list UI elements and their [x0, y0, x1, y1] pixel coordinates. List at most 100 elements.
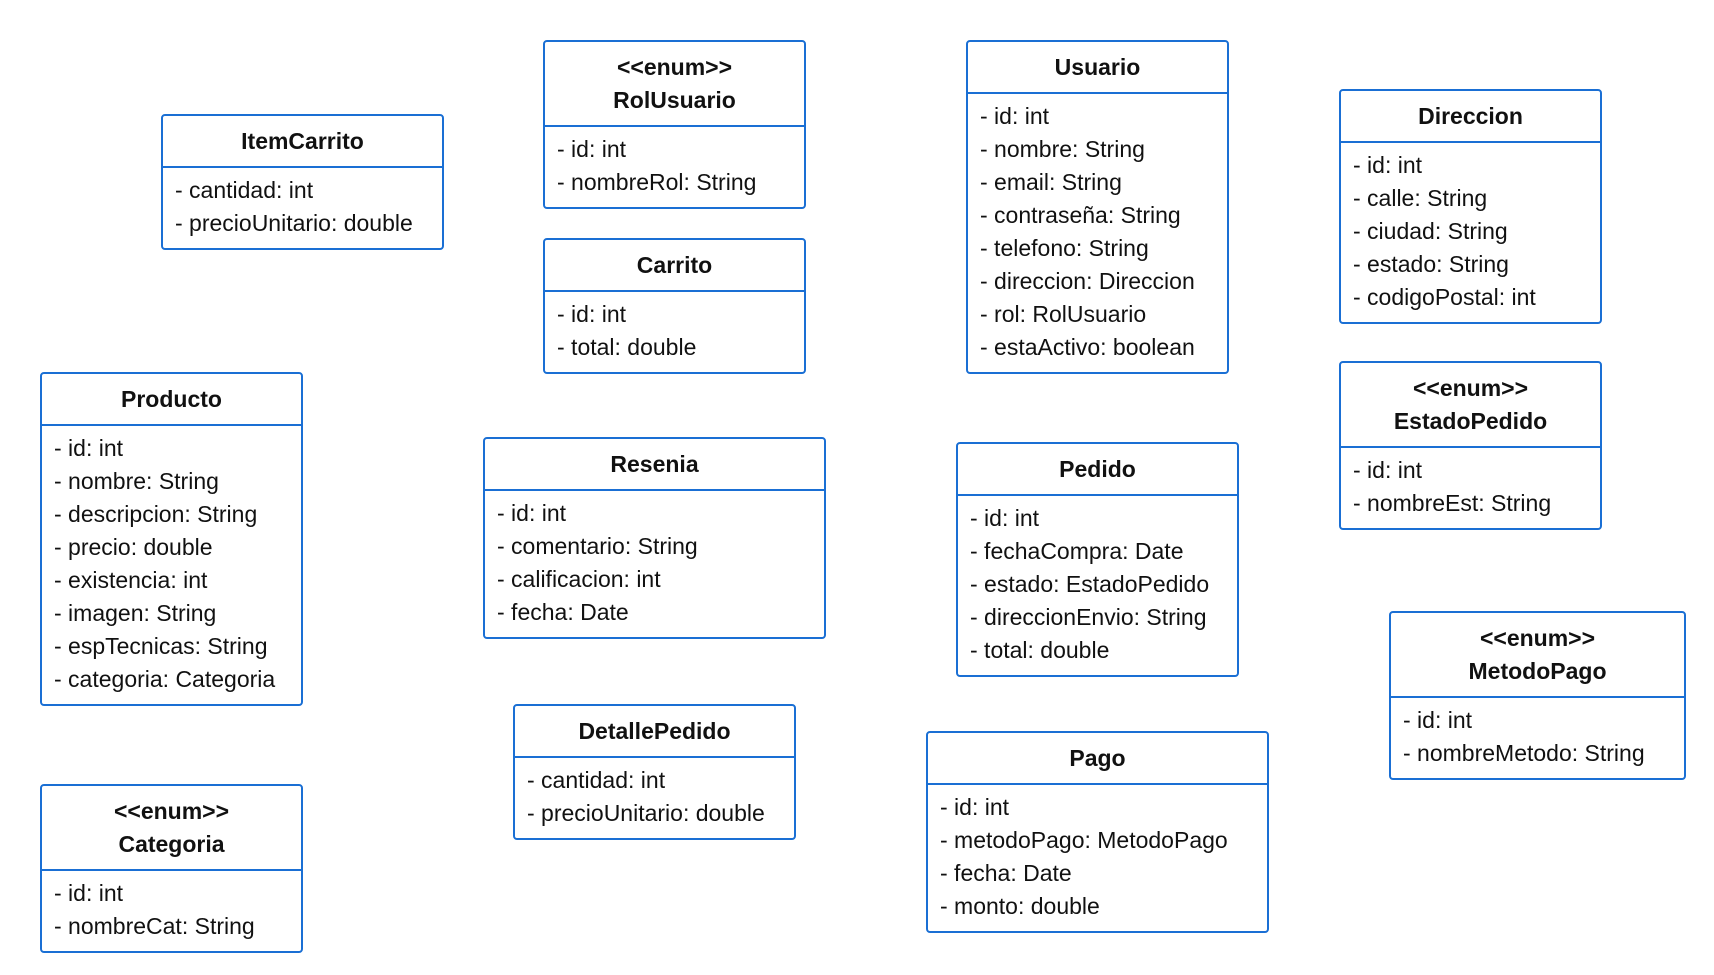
class-box-rolusuario: <<enum>> RolUsuario - id: int- nombreRol: …: [543, 40, 806, 209]
class-attribute: - estaActivo: boolean: [980, 334, 1195, 360]
class-stereotype: <<enum>>: [1479, 625, 1596, 651]
class-attribute: - fecha: Date: [497, 599, 629, 625]
class-attribute: - nombreEst: String: [1353, 490, 1552, 516]
class-attribute: - espTecnicas: String: [54, 633, 268, 659]
class-stereotype: <<enum>>: [616, 54, 733, 80]
class-attribute-list: - id: int - nombre: String - email: String…: [968, 94, 1227, 372]
class-name: Usuario: [1054, 54, 1141, 80]
class-name: Categoria: [118, 831, 225, 857]
class-attribute: - cantidad: int: [175, 177, 314, 203]
class-attribute: - nombre: String: [54, 468, 219, 494]
class-header: Pago: [928, 733, 1267, 785]
class-attribute: - cantidad: int: [527, 767, 666, 793]
class-header: Carrito: [545, 240, 804, 292]
class-header: <<enum>> Categoria: [42, 786, 301, 871]
class-attribute-list: - id: int - nombreCat: String: [42, 871, 301, 951]
class-stereotype: <<enum>>: [113, 798, 230, 824]
class-attribute: - precioUnitario: double: [175, 210, 413, 236]
class-attribute: - id: int: [1353, 152, 1423, 178]
class-attribute: - direccionEnvio: String: [970, 604, 1207, 630]
class-box-pago: Pago - id: int - metodoPago: MetodoPago - f…: [926, 731, 1269, 933]
class-attribute: - precio: double: [54, 534, 213, 560]
class-box-carrito: Carrito - id: int - total: double: [543, 238, 806, 374]
class-attribute-list: - id: int - nombreEst: String: [1341, 448, 1600, 528]
class-box-estadopedido: <<enum>> EstadoPedido - id: int - nombreEst…: [1339, 361, 1602, 530]
class-name: Carrito: [636, 252, 713, 278]
class-attribute-list: - id: int - nombreMetodo: String: [1391, 698, 1684, 778]
class-box-categoria: <<enum>> Categoria - id: int - nombreCat: S…: [40, 784, 303, 953]
class-attribute: - codigoPostal: int: [1353, 284, 1536, 310]
class-attribute: - contraseña: String: [980, 202, 1181, 228]
class-attribute: - estado: EstadoPedido: [970, 571, 1210, 597]
class-attribute-list: - id: int - comentario: String - calificac…: [485, 491, 824, 637]
class-attribute: - calificacion: int: [497, 566, 661, 592]
class-attribute: - id: int: [1403, 707, 1473, 733]
class-attribute: - email: String: [980, 169, 1122, 195]
class-attribute: - id: int: [54, 435, 124, 461]
class-header: DetallePedido: [515, 706, 794, 758]
class-box-usuario: Usuario- id: int - nombre: String - email:…: [966, 40, 1229, 374]
class-attribute: - existencia: int: [54, 567, 208, 593]
class-box-metodopago: <<enum>> MetodoPago - id: int - nombreMetod…: [1389, 611, 1686, 780]
class-attribute: - total: double: [970, 637, 1110, 663]
class-name: Resenia: [610, 451, 699, 477]
class-header: ItemCarrito: [163, 116, 442, 168]
class-attribute-list: - cantidad: int - precioUnitario: double: [163, 168, 442, 248]
class-attribute: - id: int: [54, 880, 124, 906]
class-attribute-list: - id: int - metodoPago: MetodoPago - fecha…: [928, 785, 1267, 931]
class-attribute: - estado: String: [1353, 251, 1509, 277]
class-attribute: - calle: String: [1353, 185, 1488, 211]
class-attribute: - ciudad: String: [1353, 218, 1508, 244]
class-attribute-list: - id: int- nombreRol: String: [545, 127, 804, 207]
class-attribute-list: - id: int - fechaCompra: Date - estado: Es…: [958, 496, 1237, 675]
class-header: Pedido: [958, 444, 1237, 496]
class-header: Producto: [42, 374, 301, 426]
class-attribute: - id: int: [557, 136, 627, 162]
class-attribute: - id: int: [557, 301, 627, 327]
class-attribute: - nombreCat: String: [54, 913, 255, 939]
class-attribute: - imagen: String: [54, 600, 217, 626]
class-attribute: - id: int: [940, 794, 1010, 820]
class-header: <<enum>> RolUsuario: [545, 42, 804, 127]
class-attribute-list: - cantidad: int - precioUnitario: double: [515, 758, 794, 838]
class-name: EstadoPedido: [1393, 408, 1548, 434]
class-attribute: - telefono: String: [980, 235, 1149, 261]
class-name: Producto: [121, 386, 222, 412]
class-attribute: - fechaCompra: Date: [970, 538, 1184, 564]
class-header: Usuario: [968, 42, 1227, 94]
class-attribute: - fecha: Date: [940, 860, 1072, 886]
class-attribute: - precioUnitario: double: [527, 800, 765, 826]
class-attribute-list: - id: int - total: double: [545, 292, 804, 372]
class-stereotype: <<enum>>: [1412, 375, 1529, 401]
class-attribute-list: - id: int - calle: String - ciudad: String…: [1341, 143, 1600, 322]
class-box-itemcarrito: ItemCarrito - cantidad: int - precioUnitar…: [161, 114, 444, 250]
class-name: MetodoPago: [1468, 658, 1607, 684]
class-box-producto: Producto - id: int - nombre: String - descr…: [40, 372, 303, 706]
class-attribute: - nombreMetodo: String: [1403, 740, 1645, 766]
class-header: <<enum>> MetodoPago: [1391, 613, 1684, 698]
class-attribute: - categoria: Categoria: [54, 666, 276, 692]
class-name: ItemCarrito: [241, 128, 364, 154]
class-box-resenia: Resenia - id: int - comentario: String - ca…: [483, 437, 826, 639]
class-header: <<enum>> EstadoPedido: [1341, 363, 1600, 448]
class-attribute: - nombre: String: [980, 136, 1145, 162]
class-name: Pedido: [1059, 456, 1136, 482]
class-attribute: - comentario: String: [497, 533, 698, 559]
class-attribute: - rol: RolUsuario: [980, 301, 1147, 327]
class-attribute: - id: int: [980, 103, 1050, 129]
class-attribute: - id: int: [1353, 457, 1423, 483]
class-name: RolUsuario: [613, 87, 736, 113]
class-name: Pago: [1069, 745, 1126, 771]
class-attribute: - id: int: [497, 500, 567, 526]
class-attribute: - direccion: Direccion: [980, 268, 1195, 294]
class-attribute: - metodoPago: MetodoPago: [940, 827, 1228, 853]
class-header: Direccion: [1341, 91, 1600, 143]
class-box-pedido: Pedido - id: int - fechaCompra: Date - esta…: [956, 442, 1239, 677]
class-box-direccion: Direccion - id: int - calle: String - ciuda…: [1339, 89, 1602, 324]
class-attribute: - id: int: [970, 505, 1040, 531]
class-box-detallepedido: DetallePedido - cantidad: int - precioUnit…: [513, 704, 796, 840]
class-attribute: - descripcion: String: [54, 501, 258, 527]
class-name: Direccion: [1418, 103, 1523, 129]
class-name: DetallePedido: [578, 718, 731, 744]
class-attribute: - total: double: [557, 334, 697, 360]
